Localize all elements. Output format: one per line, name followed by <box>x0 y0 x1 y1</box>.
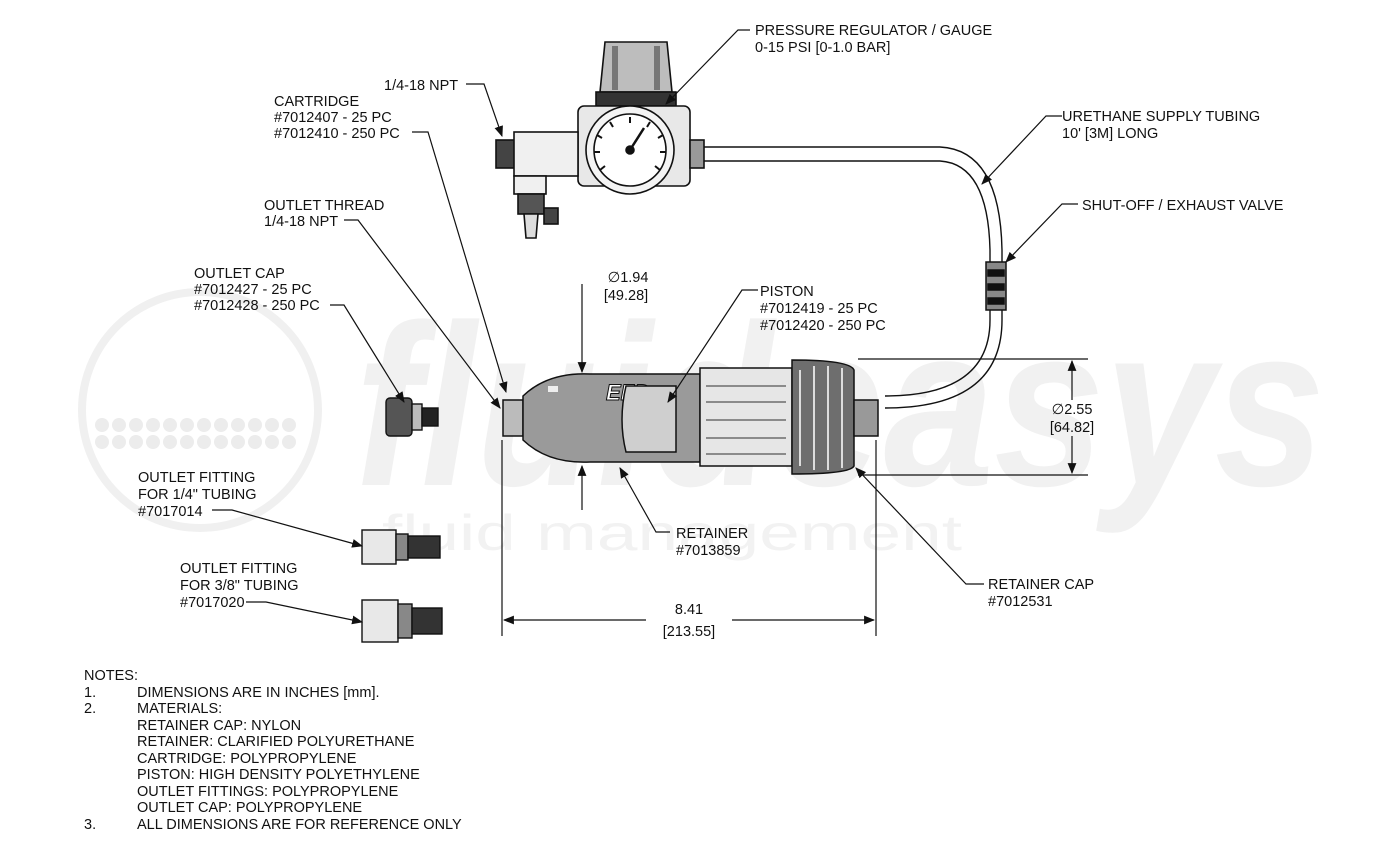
svg-text:∅1.94: ∅1.94 <box>608 270 649 286</box>
callout-outlet-fitting-quarter: OUTLET FITTING FOR 1/4" TUBING #7017014 <box>138 470 257 520</box>
svg-text:#7012428 - 250 PC: #7012428 - 250 PC <box>194 298 320 314</box>
svg-text:#7012407 - 25 PC: #7012407 - 25 PC <box>274 110 392 126</box>
watermark-tagline: fluid management <box>382 505 962 561</box>
svg-text:FOR 1/4" TUBING: FOR 1/4" TUBING <box>138 487 257 503</box>
callout-shutoff-valve: SHUT-OFF / EXHAUST VALVE <box>1082 198 1284 214</box>
svg-text:OUTLET CAP: OUTLET CAP <box>194 266 285 282</box>
outlet-fitting-three-eighths-drawing <box>361 599 443 643</box>
callout-piston: PISTON #7012419 - 25 PC #7012420 - 250 P… <box>760 284 886 334</box>
svg-text:OUTLET FITTING: OUTLET FITTING <box>138 470 255 486</box>
svg-text:#7012410 - 250 PC: #7012410 - 250 PC <box>274 126 400 142</box>
svg-text:#7017020: #7017020 <box>180 595 245 611</box>
note-3-number: 3. <box>84 816 97 833</box>
svg-text:[64.82]: [64.82] <box>1050 420 1094 436</box>
svg-text:#7012419 - 25 PC: #7012419 - 25 PC <box>760 301 878 317</box>
material-item: PISTON: HIGH DENSITY POLYETHYLENE <box>137 767 420 783</box>
dimension-cap-diameter: ∅2.55 [64.82] <box>1050 402 1094 436</box>
svg-text:#7013859: #7013859 <box>676 543 741 559</box>
svg-text:∅2.55: ∅2.55 <box>1052 402 1093 418</box>
svg-text:RETAINER CAP: RETAINER CAP <box>988 577 1094 593</box>
callout-retainer: RETAINER #7013859 <box>676 526 748 559</box>
leader-lines <box>212 29 1078 625</box>
svg-text:[213.55]: [213.55] <box>663 624 715 640</box>
outlet-cap-drawing <box>385 397 439 437</box>
callout-outlet-fitting-three-eighths: OUTLET FITTING FOR 3/8" TUBING #7017020 <box>180 561 299 611</box>
svg-text:RETAINER: RETAINER <box>676 526 748 542</box>
svg-text:OUTLET FITTING: OUTLET FITTING <box>180 561 297 577</box>
notes-block: NOTES: 1. DIMENSIONS ARE IN INCHES [mm].… <box>84 668 462 833</box>
note-2-number: 2. <box>84 701 97 717</box>
material-item: CARTRIDGE: POLYPROPYLENE <box>137 750 357 767</box>
note-1-number: 1. <box>84 684 97 701</box>
pressure-regulator-drawing <box>495 41 705 239</box>
callout-retainer-cap: RETAINER CAP #7012531 <box>988 577 1094 610</box>
note-1-text: DIMENSIONS ARE IN INCHES [mm]. <box>137 684 380 701</box>
dimension-cartridge-diameter: ∅1.94 [49.28] <box>604 270 649 304</box>
callout-inlet-thread: 1/4-18 NPT <box>384 78 458 94</box>
svg-text:URETHANE SUPPLY TUBING: URETHANE SUPPLY TUBING <box>1062 109 1260 125</box>
svg-text:[49.28]: [49.28] <box>604 288 648 304</box>
dimension-overall-length: 8.41 [213.55] <box>663 602 715 640</box>
material-item: RETAINER: CLARIFIED POLYURETHANE <box>137 734 415 750</box>
callout-cartridge: CARTRIDGE #7012407 - 25 PC #7012410 - 25… <box>274 94 400 142</box>
watermark-logo-ring <box>78 288 322 532</box>
svg-text:10' [3M] LONG: 10' [3M] LONG <box>1062 126 1158 142</box>
notes-heading: NOTES: <box>84 668 138 684</box>
note-2: 2. MATERIALS: <box>84 701 462 718</box>
watermark-logo-dots <box>95 418 296 449</box>
shutoff-valve-drawing <box>985 261 1007 311</box>
svg-text:PISTON: PISTON <box>760 284 814 300</box>
svg-text:OUTLET THREAD: OUTLET THREAD <box>264 198 384 214</box>
note-3: 3. ALL DIMENSIONS ARE FOR REFERENCE ONLY <box>84 817 462 834</box>
material-item: RETAINER CAP: NYLON <box>137 717 302 734</box>
svg-text:0-15 PSI [0-1.0 BAR]: 0-15 PSI [0-1.0 BAR] <box>755 40 890 56</box>
material-item: OUTLET CAP: POLYPROPYLENE <box>137 800 363 816</box>
note-3-text: ALL DIMENSIONS ARE FOR REFERENCE ONLY <box>137 816 462 833</box>
dimension-lines <box>501 284 1088 636</box>
outlet-fitting-quarter-drawing <box>361 529 441 565</box>
material-item: OUTLET FITTINGS: POLYPROPYLENE <box>137 783 399 800</box>
svg-text:1/4-18 NPT: 1/4-18 NPT <box>384 78 458 94</box>
svg-text:#7012531: #7012531 <box>988 594 1053 610</box>
svg-text:#7017014: #7017014 <box>138 504 203 520</box>
note-1: 1. DIMENSIONS ARE IN INCHES [mm]. <box>84 685 462 702</box>
svg-text:SHUT-OFF / EXHAUST VALVE: SHUT-OFF / EXHAUST VALVE <box>1082 198 1284 214</box>
svg-text:#7012427 - 25 PC: #7012427 - 25 PC <box>194 282 312 298</box>
svg-text:FOR 3/8" TUBING: FOR 3/8" TUBING <box>180 578 299 594</box>
callout-outlet-cap: OUTLET CAP #7012427 - 25 PC #7012428 - 2… <box>194 266 320 314</box>
callout-pressure-regulator: PRESSURE REGULATOR / GAUGE 0-15 PSI [0-1… <box>755 23 992 56</box>
callout-outlet-thread: OUTLET THREAD 1/4-18 NPT <box>264 198 384 230</box>
svg-text:1/4-18 NPT: 1/4-18 NPT <box>264 214 338 230</box>
note-2-text: MATERIALS: <box>137 701 223 717</box>
svg-text:PRESSURE REGULATOR / GAUGE: PRESSURE REGULATOR / GAUGE <box>755 23 992 39</box>
svg-text:#7012420 - 250 PC: #7012420 - 250 PC <box>760 318 886 334</box>
callout-supply-tubing: URETHANE SUPPLY TUBING 10' [3M] LONG <box>1062 109 1260 142</box>
cartridge-assembly-drawing: EFD <box>502 359 879 475</box>
svg-text:8.41: 8.41 <box>675 602 703 618</box>
svg-text:CARTRIDGE: CARTRIDGE <box>274 94 359 110</box>
